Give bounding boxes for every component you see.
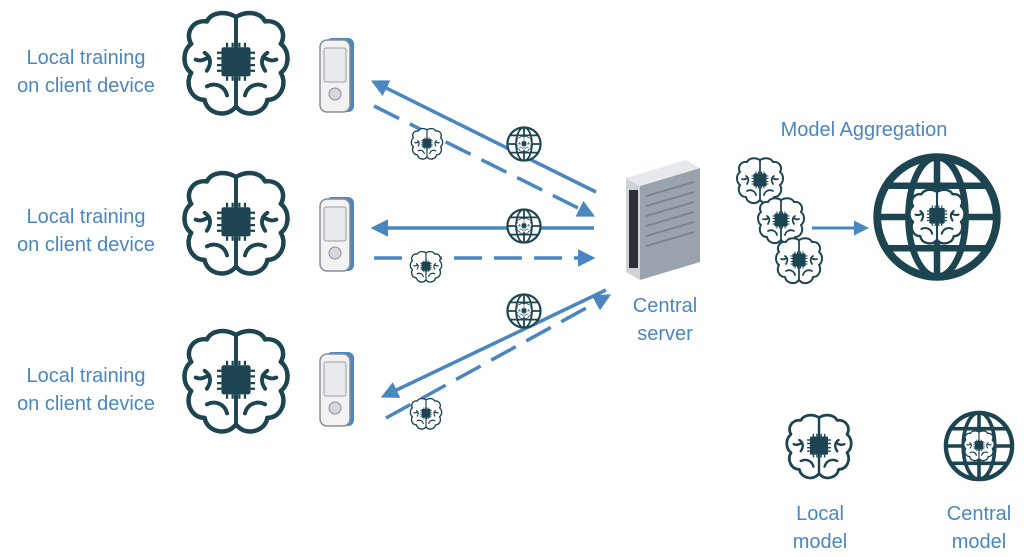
legend-central-label-line1: Central	[946, 503, 1012, 525]
client-2-phone-icon	[319, 196, 355, 272]
client-3-label-line1: Local training	[26, 365, 146, 387]
central-model-icon	[507, 209, 540, 242]
local-model-icon	[409, 397, 443, 430]
client-3-phone-icon	[319, 351, 355, 427]
legend-central-label-line2: model	[951, 531, 1007, 553]
local-model-icon	[410, 127, 444, 160]
arrow-server-to-client-1	[370, 80, 597, 194]
aggregated-local-model-icon	[736, 157, 784, 205]
client-3-brain-icon	[184, 331, 287, 431]
server-icon	[626, 160, 700, 280]
client-1-label: Local training on client device	[4, 44, 168, 100]
legend-central-model-icon	[946, 413, 1012, 479]
client-2-label-line2: on client device	[17, 234, 155, 256]
central-model-icon	[507, 127, 540, 160]
client-2-brain-icon	[184, 173, 287, 273]
client-1-label-line2: on client device	[17, 75, 155, 97]
local-model-icon	[409, 250, 443, 283]
central-model-icon	[507, 294, 540, 327]
aggregated-local-model-icon	[757, 197, 805, 245]
client-3-label: Local training on client device	[4, 362, 168, 418]
arrow-client-1-to-server	[373, 104, 596, 217]
legend-local-label-line2: model	[792, 531, 848, 553]
client-1-brain-icon	[184, 13, 287, 113]
server-label-line2: server	[637, 323, 693, 345]
server-label: Central server	[610, 292, 720, 348]
client-1-label-line1: Local training	[26, 47, 146, 69]
legend-local-label-line1: Local	[796, 503, 844, 525]
client-1-phone-icon	[319, 37, 355, 113]
legend-central-label: Central model	[936, 500, 1022, 556]
server-label-line1: Central	[632, 295, 698, 317]
arrow-server-to-client-3	[380, 288, 607, 398]
client-2-label: Local training on client device	[4, 203, 168, 259]
legend-local-model-icon	[785, 413, 853, 480]
central-model-globe-icon	[877, 157, 997, 277]
aggregation-label: Model Aggregation	[780, 119, 948, 141]
client-2-label-line1: Local training	[26, 206, 146, 228]
aggregated-local-model-icon	[775, 237, 823, 285]
legend-local-label: Local model	[780, 500, 860, 556]
client-3-label-line2: on client device	[17, 393, 155, 415]
arrow-client-3-to-server	[385, 294, 612, 420]
